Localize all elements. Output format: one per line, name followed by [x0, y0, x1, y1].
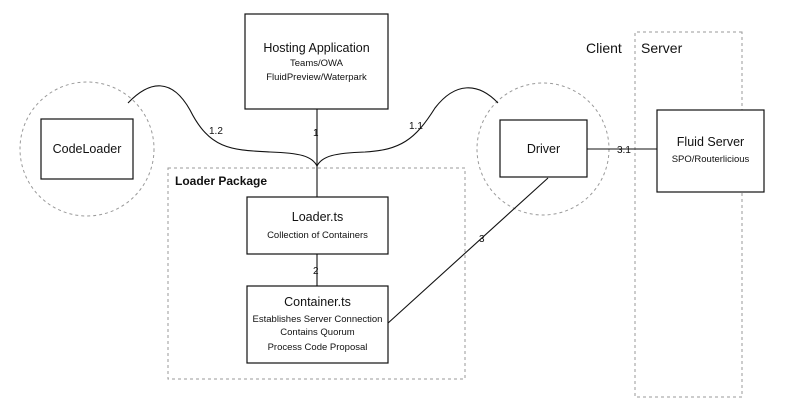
edge-label-1-1: 1.1 [409, 121, 423, 132]
container-title: Container.ts [284, 295, 351, 309]
hosting-application-title: Hosting Application [263, 41, 369, 55]
server-zone-boundary [634, 31, 743, 398]
edge-label-3: 3 [479, 234, 485, 245]
server-zone-label: Server [641, 40, 683, 56]
driver-title: Driver [527, 142, 560, 156]
edge-3 [386, 177, 549, 325]
loader-node[interactable]: Loader.ts Collection of Containers [246, 196, 389, 255]
container-line1: Establishes Server Connection [253, 314, 383, 325]
edge-1-1 [316, 87, 499, 167]
edge-label-2: 2 [313, 266, 319, 277]
loader-line1: Collection of Containers [267, 230, 368, 241]
client-zone-label: Client [586, 40, 622, 56]
edge-label-3-1: 3.1 [617, 145, 631, 156]
container-line3: Process Code Proposal [268, 342, 368, 353]
driver-node[interactable]: Driver [499, 119, 588, 178]
loader-title: Loader.ts [292, 210, 343, 224]
codeloader-title: CodeLoader [53, 142, 122, 156]
edge-1-2 [127, 85, 318, 167]
hosting-application-node[interactable]: Hosting Application Teams/OWA FluidPrevi… [244, 13, 389, 110]
container-node[interactable]: Container.ts Establishes Server Connecti… [246, 285, 389, 364]
hosting-application-line2: FluidPreview/Waterpark [266, 72, 367, 83]
codeloader-node[interactable]: CodeLoader [40, 118, 134, 180]
fluid-server-node[interactable]: Fluid Server SPO/Routerlicious [656, 109, 765, 193]
loader-package-label: Loader Package [175, 174, 267, 188]
fluid-server-title: Fluid Server [677, 135, 744, 149]
edge-label-1: 1 [313, 128, 319, 139]
fluid-server-line1: SPO/Routerlicious [672, 154, 750, 165]
hosting-application-line1: Teams/OWA [290, 58, 344, 69]
container-line2: Contains Quorum [280, 327, 355, 338]
codeloader-boundary-circle [19, 81, 155, 217]
loader-package-group [167, 167, 466, 380]
edge-label-1-2: 1.2 [209, 126, 223, 137]
